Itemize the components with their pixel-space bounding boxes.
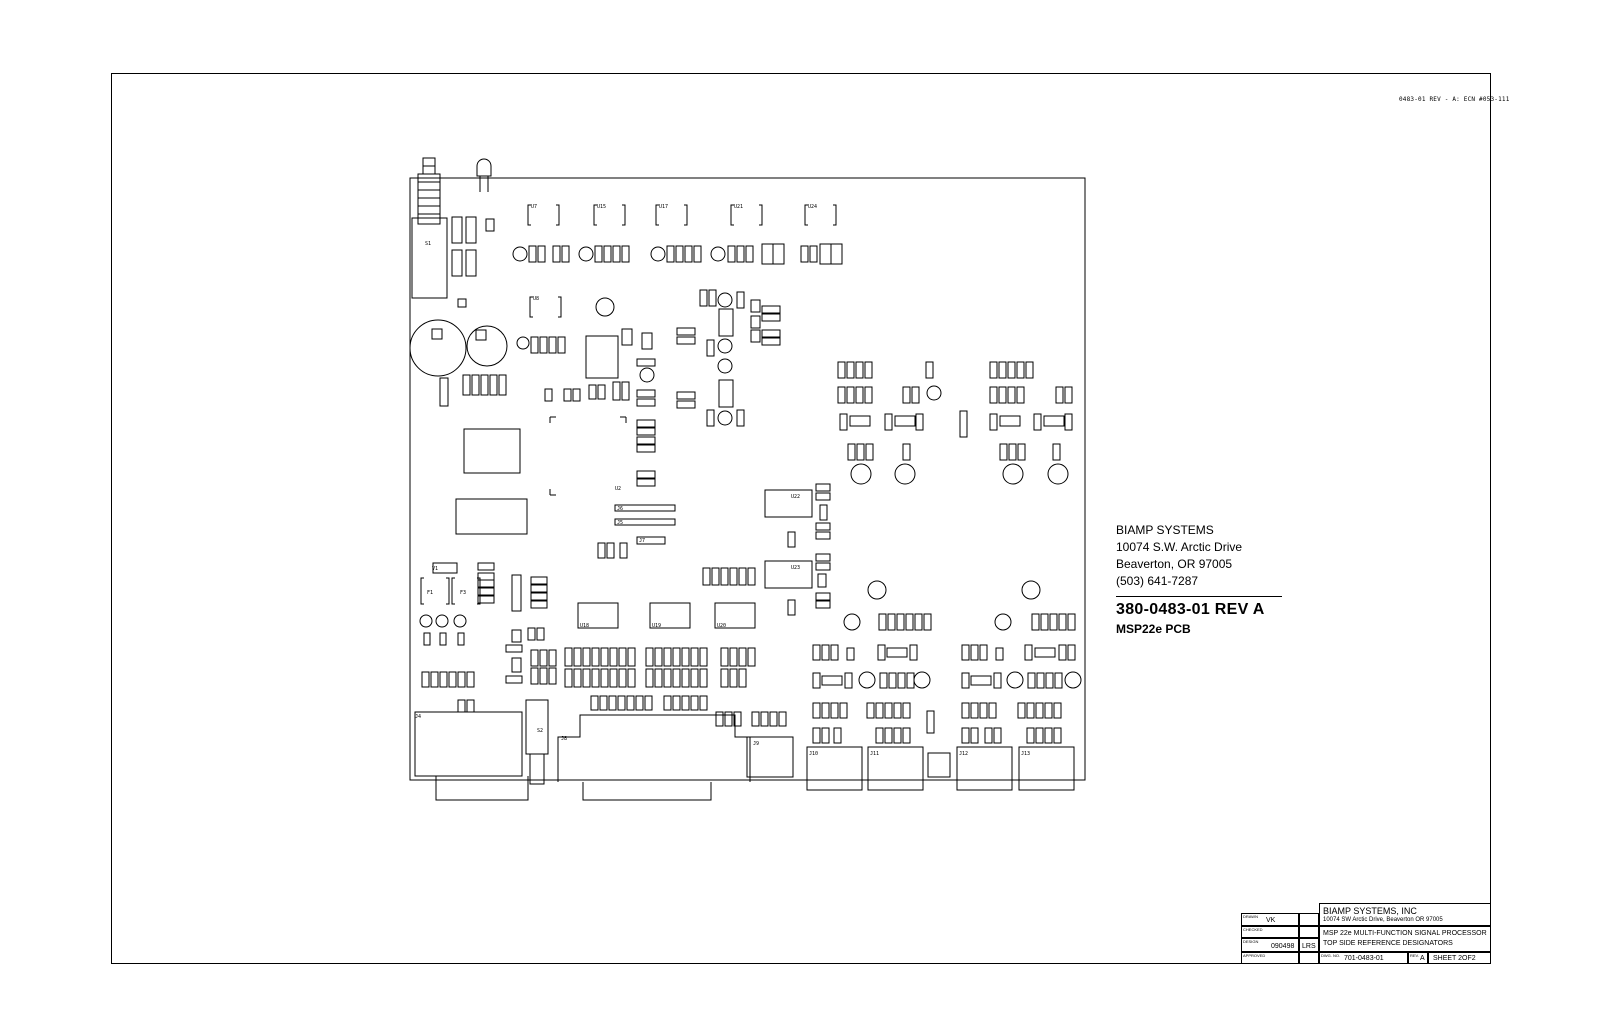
svg-text:F1: F1 [427,590,433,596]
C1-outline [409,319,467,377]
sheet-cell: SHEET 2OF2 [1428,952,1491,964]
title-cell: MSP 22e MULTI-FUNCTION SIGNAL PROCESSOR … [1319,926,1491,952]
design-cell: DESIGN 090498 [1241,938,1299,952]
dwg-cell: DWG. NO. 701-0483-01 [1319,952,1408,964]
rev-value: A [1420,955,1425,962]
J12-outline [956,746,1013,791]
drawn-cell: DRAWN VK [1241,913,1299,926]
company-name: BIAMP SYSTEMS [1116,523,1214,537]
checked-cell: CHECKED [1241,926,1299,938]
U20-outline [714,602,756,629]
S1-outline [411,217,448,299]
part-number: 380-0483-01 REV A [1116,596,1282,619]
company-phone: (503) 641-7287 [1116,574,1199,588]
svg-text:U18: U18 [580,623,589,629]
svg-text:V1: V1 [432,566,438,572]
company-block: BIAMP SYSTEMS 10074 S.W. Arctic Drive Be… [1116,522,1282,636]
J11-outline [867,746,924,791]
sheet-number: SHEET 2OF2 [1433,955,1476,962]
J10-outline [806,746,863,791]
drawn-by: VK [1266,917,1276,924]
svg-text:J7: J7 [639,538,645,544]
U19-outline [649,602,691,629]
J13-outline [1018,746,1075,791]
svg-text:U21: U21 [734,204,743,210]
company-city: Beaverton, OR 97005 [1116,557,1233,571]
U22-outline [764,489,813,518]
svg-text:J10: J10 [809,751,818,757]
svg-text:U7: U7 [531,204,537,210]
company-street: 10074 S.W. Arctic Drive [1116,540,1243,554]
design-by: LRS [1302,943,1316,950]
svg-text:U15: U15 [597,204,606,210]
tb-company: BIAMP SYSTEMS, INC [1323,906,1417,916]
rev-cell: REV. A [1408,952,1428,964]
part-description: MSP22e PCB [1116,622,1191,636]
svg-text:U17: U17 [659,204,668,210]
resistor-clusters [439,216,843,487]
design-date: 090498 [1271,943,1295,950]
tb-address: 10074 SW Arctic Drive, Beaverton OR 9700… [1323,917,1443,923]
svg-text:U20: U20 [717,623,726,629]
company-cell: BIAMP SYSTEMS, INC 10074 SW Arctic Drive… [1319,903,1491,926]
U18-outline [577,602,619,629]
svg-text:J9: J9 [753,741,759,747]
svg-text:F3: F3 [460,590,466,596]
U1-outline [463,428,521,474]
svg-text:U24: U24 [808,204,817,210]
ref-S1: S1 [425,241,431,247]
svg-text:J8: J8 [561,736,567,742]
ic-brackets-top [527,204,837,318]
svg-text:S2: S2 [537,728,543,734]
S2-outline [525,699,549,755]
svg-text:J5: J5 [617,520,623,526]
dwg-number: 701-0483-01 [1344,955,1384,962]
board-outline [409,177,1086,781]
tb-title-1: MSP 22e MULTI-FUNCTION SIGNAL PROCESSOR [1323,930,1487,937]
svg-text:U22: U22 [791,494,800,500]
svg-text:J11: J11 [870,751,879,757]
svg-text:U23: U23 [791,565,800,571]
U3-outline [455,498,528,535]
drawing-border [111,73,1491,964]
svg-text:U8: U8 [533,296,539,302]
svg-text:U2: U2 [615,486,621,492]
svg-text:J4: J4 [415,714,421,720]
tb-title-2: TOP SIDE REFERENCE DESIGNATORS [1323,940,1453,947]
title-block: DRAWN VK CHECKED DESIGN 090498 LRS APPRO… [1241,903,1491,964]
svg-text:U19: U19 [652,623,661,629]
approved-cell: APPROVED [1241,952,1299,964]
revision-note: 0483-01 REV - A: ECN #053-111 [1399,96,1510,103]
J4-outline [414,711,523,777]
C4-outline [466,325,508,367]
svg-text:J12: J12 [959,751,968,757]
J8-outline [557,714,751,782]
J9-outline [746,736,794,778]
svg-text:J6: J6 [617,506,623,512]
svg-text:J13: J13 [1021,751,1030,757]
U23-outline [764,560,813,589]
